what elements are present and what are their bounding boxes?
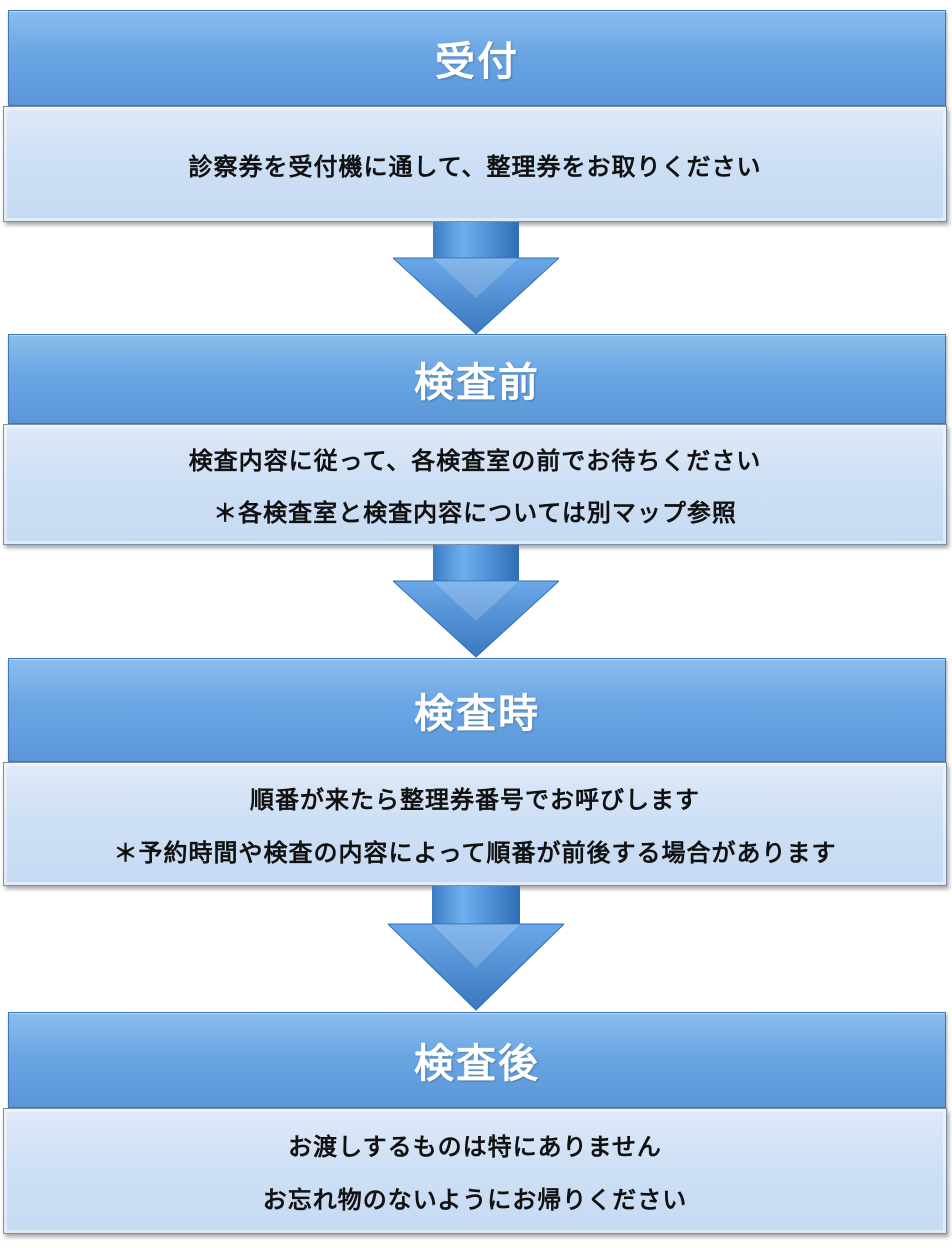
step-2-title: 検査前 [414, 360, 540, 406]
step-2-header: 検査前 [8, 334, 946, 424]
step-1-title: 受付 [435, 39, 519, 85]
step-4-title: 検査後 [414, 1041, 540, 1087]
step-1-header: 受付 [8, 10, 946, 106]
step-3-line-2: ＊予約時間や検査の内容によって順番が前後する場合があります [113, 838, 837, 867]
step-4-line-2: お忘れ物のないようにお帰りください [262, 1186, 688, 1214]
step-2-line-2: ＊各検査室と検査内容については別マップ参照 [213, 498, 737, 527]
down-arrow-icon [393, 545, 559, 658]
step-2-line-1: 検査内容に従って、各検査室の前でお待ちください [188, 447, 762, 476]
step-2-body: 検査内容に従って、各検査室の前でお待ちください ＊各検査室と検査内容については別… [3, 424, 947, 545]
step-4-line-1: お渡しするものは特にありません [288, 1133, 662, 1161]
step-3-header: 検査時 [8, 658, 946, 762]
step-4-body: お渡しするものは特にありません お忘れ物のないようにお帰りください [3, 1108, 947, 1234]
down-arrow-icon [393, 222, 559, 335]
step-1-line-1: 診察券を受付機に通して、整理券をお取りください [188, 152, 762, 181]
down-arrow-icon [388, 886, 564, 1011]
step-3-title: 検査時 [414, 691, 540, 737]
step-3-line-1: 順番が来たら整理券番号でお呼びします [250, 786, 700, 815]
step-4-header: 検査後 [8, 1012, 946, 1108]
step-1-body: 診察券を受付機に通して、整理券をお取りください [3, 106, 947, 222]
step-3-body: 順番が来たら整理券番号でお呼びします ＊予約時間や検査の内容によって順番が前後す… [3, 762, 947, 886]
